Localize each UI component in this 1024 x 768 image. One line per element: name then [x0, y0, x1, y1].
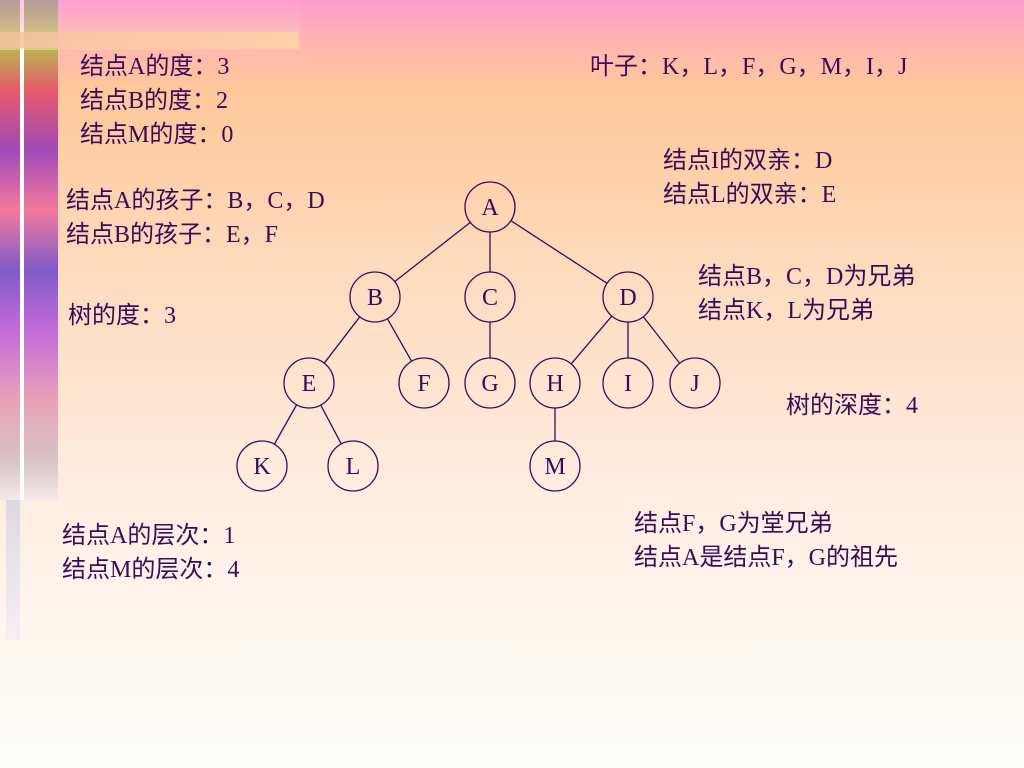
children-a-text: 结点A的孩子：B，C，D [66, 188, 325, 214]
decorative-side-strip-lower [6, 500, 20, 640]
siblings-bcd-text: 结点B，C，D为兄弟 [698, 264, 916, 290]
tree-depth-text: 树的深度：4 [786, 393, 918, 419]
level-m-text: 结点M的层次：4 [62, 557, 240, 583]
edge-e-l [320, 404, 342, 445]
sibling-notes: 结点B，C，D为兄弟 结点K，L为兄弟 [698, 260, 915, 328]
edge-d-j [642, 316, 681, 364]
node-a-label: A [481, 195, 499, 221]
node-k-label: K [253, 454, 271, 480]
node-d-label: D [619, 285, 636, 311]
tree-degree-text: 树的度：3 [68, 303, 176, 329]
node-k-circle [236, 440, 288, 492]
degree-m-text: 结点M的度：0 [80, 122, 234, 148]
node-b-circle [349, 271, 401, 323]
leaves-text: 叶子：K，L，F，G，M，I，J [590, 54, 908, 80]
node-g-label: G [481, 371, 498, 397]
node-j-circle [669, 357, 721, 409]
edge-e-k [273, 404, 298, 445]
parent-notes: 结点I的双亲：D 结点L的双亲：E [663, 144, 836, 212]
edge-d-h [570, 315, 613, 365]
node-f-circle [398, 357, 450, 409]
level-notes: 结点A的层次：1 结点M的层次：4 [62, 519, 239, 587]
cousin-ancestor-notes: 结点F，G为堂兄弟 结点A是结点F，G的祖先 [634, 507, 898, 575]
node-f-label: F [417, 371, 430, 397]
edge-b-f [386, 318, 413, 362]
parent-l-text: 结点L的双亲：E [663, 182, 837, 208]
edge-a-b [394, 221, 471, 283]
degree-notes: 结点A的度：3 结点B的度：2 结点M的度：0 [80, 50, 233, 152]
edge-a-d [510, 220, 608, 284]
degree-b-text: 结点B的度：2 [80, 88, 229, 114]
node-h-label: H [546, 371, 563, 397]
tree-depth-note: 树的深度：4 [786, 389, 918, 423]
decorative-side-strip [0, 0, 58, 500]
edge-b-e [323, 316, 361, 364]
node-e-label: E [302, 371, 317, 397]
node-m-label: M [544, 454, 565, 480]
node-d-circle [602, 271, 654, 323]
node-e-circle [283, 357, 335, 409]
node-g-circle [464, 357, 516, 409]
level-a-text: 结点A的层次：1 [62, 523, 236, 549]
node-c-label: C [482, 285, 498, 311]
node-l-circle [327, 440, 379, 492]
leaves-note: 叶子：K，L，F，G，M，I，J [590, 50, 907, 84]
children-notes: 结点A的孩子：B，C，D 结点B的孩子：E，F [66, 184, 325, 252]
node-a-circle [464, 181, 516, 233]
siblings-kl-text: 结点K，L为兄弟 [698, 298, 874, 324]
node-m-circle [529, 440, 581, 492]
cousins-fg-text: 结点F，G为堂兄弟 [634, 511, 833, 537]
ancestor-text: 结点A是结点F，G的祖先 [634, 545, 899, 571]
node-b-label: B [367, 285, 383, 311]
node-h-circle [529, 357, 581, 409]
degree-a-text: 结点A的度：3 [80, 54, 230, 80]
node-j-label: J [690, 371, 699, 397]
node-i-label: I [624, 371, 632, 397]
node-i-circle [602, 357, 654, 409]
children-b-text: 结点B的孩子：E，F [66, 222, 279, 248]
parent-i-text: 结点I的双亲：D [663, 148, 833, 174]
node-l-label: L [346, 454, 361, 480]
node-c-circle [464, 271, 516, 323]
decorative-top-band [0, 32, 298, 48]
tree-degree-note: 树的度：3 [68, 299, 176, 333]
